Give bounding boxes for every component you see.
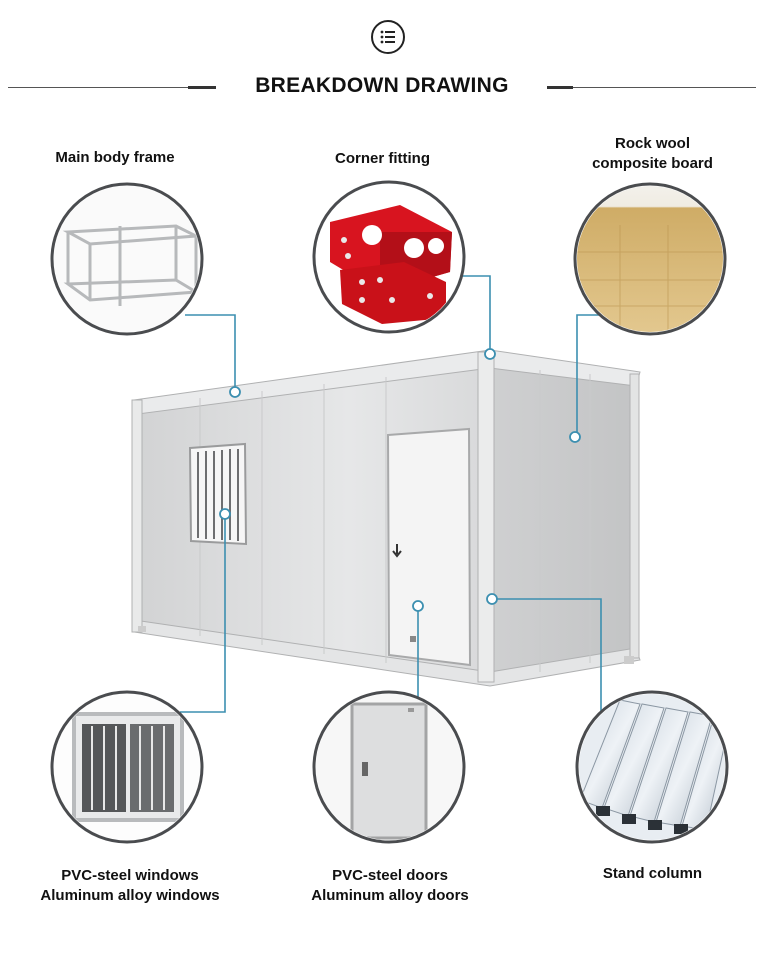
callout-markers [219, 348, 581, 612]
container-window [188, 442, 248, 546]
container-unit [131, 349, 641, 687]
title-rule-right [573, 87, 756, 88]
doors-thumbnail [312, 690, 466, 844]
callout-lines [180, 275, 605, 713]
list-menu-icon[interactable] [371, 20, 405, 54]
container-column-back-right [629, 373, 640, 659]
page-title: BREAKDOWN DRAWING [255, 74, 509, 97]
main-body-frame-thumbnail [50, 182, 204, 336]
rock-wool-thumbnail [573, 182, 727, 336]
title-rule-left [8, 87, 188, 88]
title-rule-right-accent [547, 86, 573, 89]
label-corner-fitting: Corner fitting [335, 150, 430, 167]
container-column-front-left [131, 399, 143, 633]
stand-column-thumbnail [575, 690, 729, 844]
windows-thumbnail [50, 690, 204, 844]
label-stand-column: Stand column [602, 865, 703, 882]
label-main-body-frame: Main body frame [55, 149, 175, 166]
title-rule-left-accent [188, 86, 216, 89]
corner-fitting-thumbnail [312, 180, 466, 334]
container-side-wall [489, 365, 637, 681]
container-column-corner [477, 351, 495, 683]
label-doors: PVC-steel doors Aluminum alloy doors [311, 867, 469, 904]
container-door [386, 427, 472, 667]
label-rock-wool-board: Rock wool composite board [592, 135, 713, 172]
label-windows: PVC-steel windows Aluminum alloy windows [40, 867, 220, 904]
